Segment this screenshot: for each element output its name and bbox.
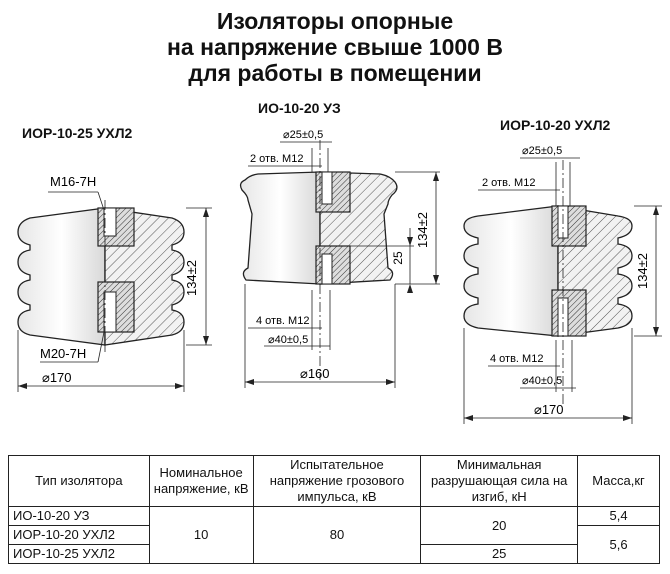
middle-height-label: 134±2 (415, 212, 430, 248)
insulator-left-drawing (17, 191, 212, 392)
header-mass: Масса,кг (577, 455, 660, 507)
impulse-cell: 80 (252, 506, 422, 564)
right-bottom-pcd-label: ⌀40±0,5 (522, 375, 562, 387)
left-thread-top-label: M16-7H (50, 174, 96, 189)
header-impulse: Испытательное напряжение грозового импул… (252, 455, 422, 507)
right-bottom-holes-label: 4 отв. M12 (490, 353, 543, 365)
middle-bottom-pcd-label: ⌀40±0,5 (268, 334, 308, 346)
force-cell: 25 (420, 544, 579, 564)
voltage-cell: 10 (148, 506, 254, 564)
table-row: ИОР-10-20 УХЛ2 5,6 (8, 525, 660, 564)
insulator-middle-drawing (239, 140, 440, 388)
left-height-label: 134±2 (184, 260, 199, 296)
right-top-holes-label: 2 отв. M12 (482, 177, 535, 189)
insulator-right-name: ИОР-10-20 УХЛ2 (500, 117, 611, 133)
insulator-right-drawing (463, 157, 662, 424)
type-cell: ИОР-10-25 УХЛ2 (8, 544, 150, 564)
header-type: Тип изолятора (8, 455, 150, 507)
page-title: Изоляторы опорные на напряжение свыше 10… (0, 8, 670, 86)
mass-cell: 5,6 (577, 525, 660, 564)
title-line-2: на напряжение свыше 1000 В (167, 34, 503, 60)
middle-top-pcd-label: ⌀25±0,5 (283, 129, 323, 141)
spec-table: Тип изолятора Номинальное напряжение, кВ… (8, 455, 660, 564)
title-line-3: для работы в помещении (188, 60, 482, 86)
type-cell: ИО-10-20 УЗ (8, 506, 150, 526)
header-voltage: Номинальное напряжение, кВ (148, 455, 254, 507)
left-thread-bottom-label: M20-7H (40, 346, 86, 361)
table-row: ИОР-10-25 УХЛ2 25 (8, 544, 660, 564)
right-height-label: 134±2 (635, 253, 650, 289)
mass-cell: 5,4 (577, 506, 660, 526)
table-header-row: Тип изолятора Номинальное напряжение, кВ… (8, 455, 660, 507)
insulator-middle-name: ИО-10-20 УЗ (258, 100, 341, 116)
force-cell: 20 (420, 506, 579, 545)
middle-top-holes-label: 2 отв. M12 (250, 153, 303, 165)
middle-depth-label: 25 (391, 251, 405, 265)
header-force: Минимальная разрушающая сила на изгиб, к… (420, 455, 579, 507)
right-top-pcd-label: ⌀25±0,5 (522, 145, 562, 157)
title-line-1: Изоляторы опорные (216, 8, 454, 34)
left-diameter-label: ⌀170 (42, 370, 72, 385)
table-row: ИО-10-20 УЗ 10 80 20 5,4 (8, 506, 660, 564)
type-cell: ИОР-10-20 УХЛ2 (8, 525, 150, 545)
middle-diameter-label: ⌀160 (300, 366, 330, 381)
middle-bottom-holes-label: 4 отв. M12 (256, 315, 309, 327)
right-diameter-label: ⌀170 (534, 402, 564, 417)
insulator-left-name: ИОР-10-25 УХЛ2 (22, 125, 133, 141)
